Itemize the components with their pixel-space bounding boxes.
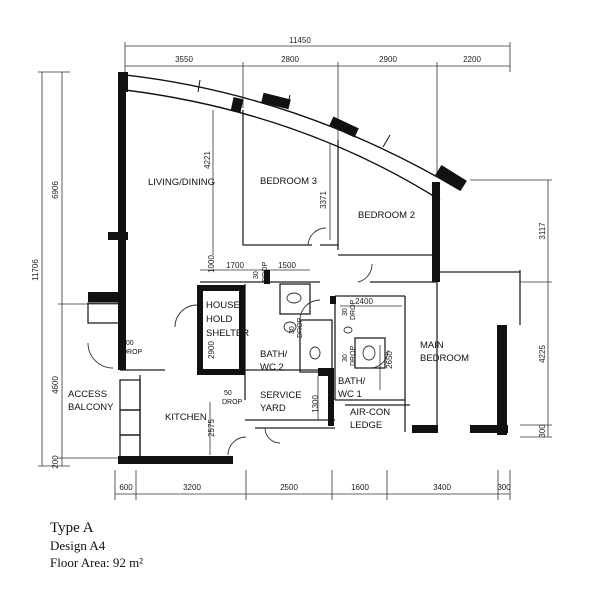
caption-type: Type A — [50, 520, 94, 536]
partition-lines — [87, 110, 521, 458]
dim-bottom-4: 1600 — [351, 483, 369, 492]
dim-right-1: 3117 — [538, 222, 547, 240]
dim-2400: 2400 — [355, 297, 373, 306]
room-aircon-line2: LEDGE — [350, 420, 382, 431]
room-kitchen: KITCHEN — [165, 412, 207, 423]
room-service-line2: YARD — [260, 403, 286, 414]
room-bedroom-3: BEDROOM 3 — [260, 176, 317, 187]
dim-top-1: 3550 — [175, 55, 193, 64]
dim-bottom-5: 3400 — [433, 483, 451, 492]
caption: Type A Design A4 Floor Area: 92 m² — [50, 520, 143, 571]
caption-floor-area: Floor Area: 92 m² — [50, 555, 144, 570]
drop-2: DROP — [262, 261, 269, 282]
dim-bottom-1: 600 — [119, 483, 133, 492]
room-bedroom-2: BEDROOM 2 — [358, 210, 415, 221]
dim-100: 100 — [122, 340, 134, 347]
dim-30b: 30 — [289, 326, 296, 334]
dim-top-overall: 11450 — [289, 36, 311, 45]
room-access-line1: ACCESS — [68, 389, 107, 400]
dim-right-3: 300 — [538, 424, 547, 438]
dim-3371: 3371 — [319, 191, 328, 209]
dim-1000: 1000 — [207, 255, 216, 273]
room-bath1-line2: WC 1 — [338, 389, 362, 400]
room-bath2-line2: WC 2 — [260, 362, 284, 373]
dim-2575: 2575 — [207, 419, 216, 437]
dim-right-2: 4225 — [538, 345, 547, 363]
dim-bottom-6: 300 — [497, 483, 511, 492]
dimension-lines — [38, 42, 552, 500]
dim-1700: 1700 — [226, 261, 244, 270]
dim-left-3: 200 — [51, 455, 60, 469]
door-swings — [87, 227, 389, 456]
dim-top-2: 2800 — [281, 55, 299, 64]
drop-5: DROP — [350, 345, 357, 366]
bath-fixtures — [283, 292, 376, 361]
room-shelter-line1: HOUSE- — [206, 300, 243, 311]
caption-design: Design A4 — [50, 538, 106, 553]
room-main-line1: MAIN — [420, 340, 444, 351]
dim-4221: 4221 — [203, 151, 212, 169]
room-bath2-line1: BATH/ — [260, 349, 288, 360]
drop-4: DROP — [350, 299, 357, 320]
dim-2900: 2900 — [207, 341, 216, 359]
room-bath1-line1: BATH/ — [338, 376, 366, 387]
room-shelter-line3: SHELTER — [206, 328, 249, 339]
room-labels: LIVING/DINING BEDROOM 3 BEDROOM 2 HOUSE-… — [68, 176, 469, 431]
dim-left-overall: 11706 — [31, 259, 40, 281]
drop-1: DROP — [122, 349, 143, 356]
dim-left-2: 4600 — [51, 376, 60, 394]
room-main-line2: BEDROOM — [420, 353, 469, 364]
dim-2650: 2650 — [385, 351, 394, 369]
room-service-line1: SERVICE — [260, 390, 302, 401]
dim-50: 50 — [224, 390, 232, 397]
room-shelter-line2: HOLD — [206, 314, 233, 325]
dim-bottom-3: 2500 — [280, 483, 298, 492]
structural-walls — [88, 72, 508, 464]
dim-30a: 30 — [253, 271, 260, 279]
dim-bottom-2: 3200 — [183, 483, 201, 492]
curved-facade — [124, 74, 461, 201]
dim-1500: 1500 — [278, 261, 296, 270]
drop-6: DROP — [222, 399, 243, 406]
drop-3: DROP — [297, 317, 304, 338]
dim-30c: 30 — [342, 308, 349, 316]
room-access-line2: BALCONY — [68, 402, 114, 413]
dim-30d: 30 — [342, 354, 349, 362]
dim-top-4: 2200 — [463, 55, 481, 64]
dimension-labels: 11450 3550 2800 2900 2200 600 3200 2500 … — [31, 36, 547, 492]
room-aircon-line1: AIR-CON — [350, 407, 390, 418]
dim-1300: 1300 — [311, 395, 320, 413]
dim-top-3: 2900 — [379, 55, 397, 64]
dim-left-1: 6906 — [51, 181, 60, 199]
room-living-dining: LIVING/DINING — [148, 177, 215, 188]
